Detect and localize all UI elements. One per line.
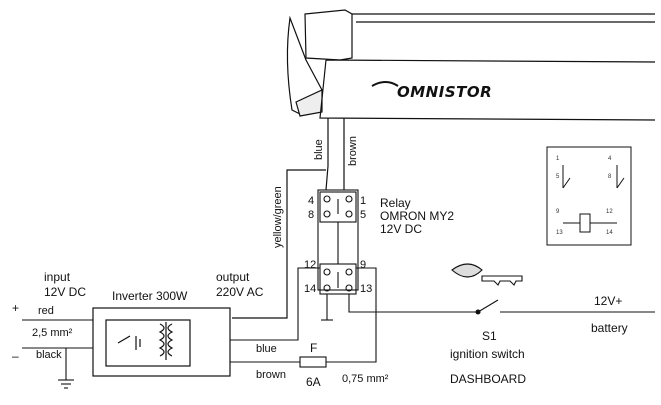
relay-pin-5: 5 [360, 209, 366, 221]
black-wire-label: black [36, 349, 62, 361]
relay-contact [323, 210, 331, 218]
inverter-blue-wire-label: blue [256, 343, 277, 355]
input-title: input [44, 270, 71, 284]
schematic-pin-1: 1 [556, 156, 560, 162]
output-voltage: 220V AC [216, 285, 264, 299]
blue-wire-motor [325, 118, 329, 191]
input-plus-sign: + [12, 301, 19, 315]
relay-pin-1: 1 [360, 195, 366, 207]
relay-pin-9: 9 [360, 259, 366, 271]
relay-contact [323, 268, 331, 276]
dashboard-label: DASHBOARD [450, 372, 526, 386]
inverter-brown-wire-label: brown [256, 369, 286, 381]
relay-schematic [546, 146, 632, 246]
switch-name: S1 [482, 329, 497, 343]
omnistor-logo: OMNISTOR [397, 83, 492, 101]
inverter-symbol-frame [105, 319, 191, 367]
schematic-pin-5: 5 [556, 174, 560, 180]
output-wires [230, 267, 655, 368]
ignition-key-icon [451, 263, 523, 286]
input-voltage: 12V DC [44, 285, 86, 299]
relay-title: Relay [380, 196, 411, 210]
inverter-label: Inverter 300W [112, 289, 188, 303]
relay-pin-13: 13 [360, 283, 372, 295]
inverter [92, 307, 231, 377]
relay-switch-right-arm [616, 177, 625, 189]
awning-end-cap-top [304, 9, 353, 61]
relay-pin-4: 4 [308, 195, 314, 207]
switch-wire [348, 294, 478, 313]
input-wires [22, 319, 93, 389]
relay-contact [323, 284, 331, 292]
relay-body [317, 189, 359, 291]
brown-wire-label: brown [347, 136, 359, 166]
awning-bracket [295, 89, 323, 117]
relay-switch-left-arm [562, 177, 571, 189]
schematic-pin-12: 12 [606, 209, 613, 215]
switch-label: ignition switch [450, 347, 525, 361]
schematic-pin-8: 8 [608, 174, 612, 180]
fuse-symbol [299, 356, 327, 368]
red-wire-label: red [38, 305, 54, 317]
schematic-pin-4: 4 [608, 156, 612, 162]
awning-case [319, 59, 656, 121]
ignition-switch-lever [477, 299, 499, 313]
relay-block [317, 189, 359, 295]
transformer-secondary [167, 323, 174, 357]
fused-wire-to-relay [326, 267, 377, 363]
relay-pin-14: 14 [304, 283, 316, 295]
relay-contact [345, 284, 353, 292]
fuse-rating: 6A [306, 375, 321, 389]
relay-schematic-frame [546, 146, 632, 246]
battery-label: battery [591, 321, 628, 335]
relay-contact [345, 195, 353, 203]
yellow-green-wire-label: yellow/green [272, 186, 284, 248]
relay-model: OMRON MY2 [380, 209, 454, 223]
input-cross-section: 2,5 mm² [32, 327, 73, 339]
omnistor-logo-swoosh [371, 81, 399, 87]
input-minus-sign: – [12, 349, 19, 363]
awning [286, 9, 656, 121]
fuse-letter: F [310, 341, 317, 355]
blue-wire-label: blue [313, 139, 325, 160]
relay-pin-8: 8 [308, 209, 314, 221]
motor-wires [232, 118, 345, 319]
schematic-pin-13: 13 [556, 230, 563, 236]
relay-voltage: 12V DC [380, 222, 422, 236]
fuse-cross-section: 0,75 mm² [342, 373, 389, 385]
inverter-switch-symbol [117, 335, 131, 344]
inverter-box [92, 307, 231, 377]
relay-pin-12: 12 [304, 259, 316, 271]
relay-contact [345, 268, 353, 276]
output-title: output [216, 270, 250, 284]
yellow-green-wire [232, 169, 326, 319]
battery-voltage: 12V+ [594, 294, 622, 308]
schematic-pin-14: 14 [606, 230, 613, 236]
schematic-pin-9: 9 [556, 209, 560, 215]
switch-contact [475, 309, 481, 315]
inverter-blue-wire [230, 267, 320, 341]
relay-coil-symbol [579, 213, 591, 233]
transformer-primary [158, 323, 165, 357]
relay-contact [323, 195, 331, 203]
relay-contact [345, 210, 353, 218]
